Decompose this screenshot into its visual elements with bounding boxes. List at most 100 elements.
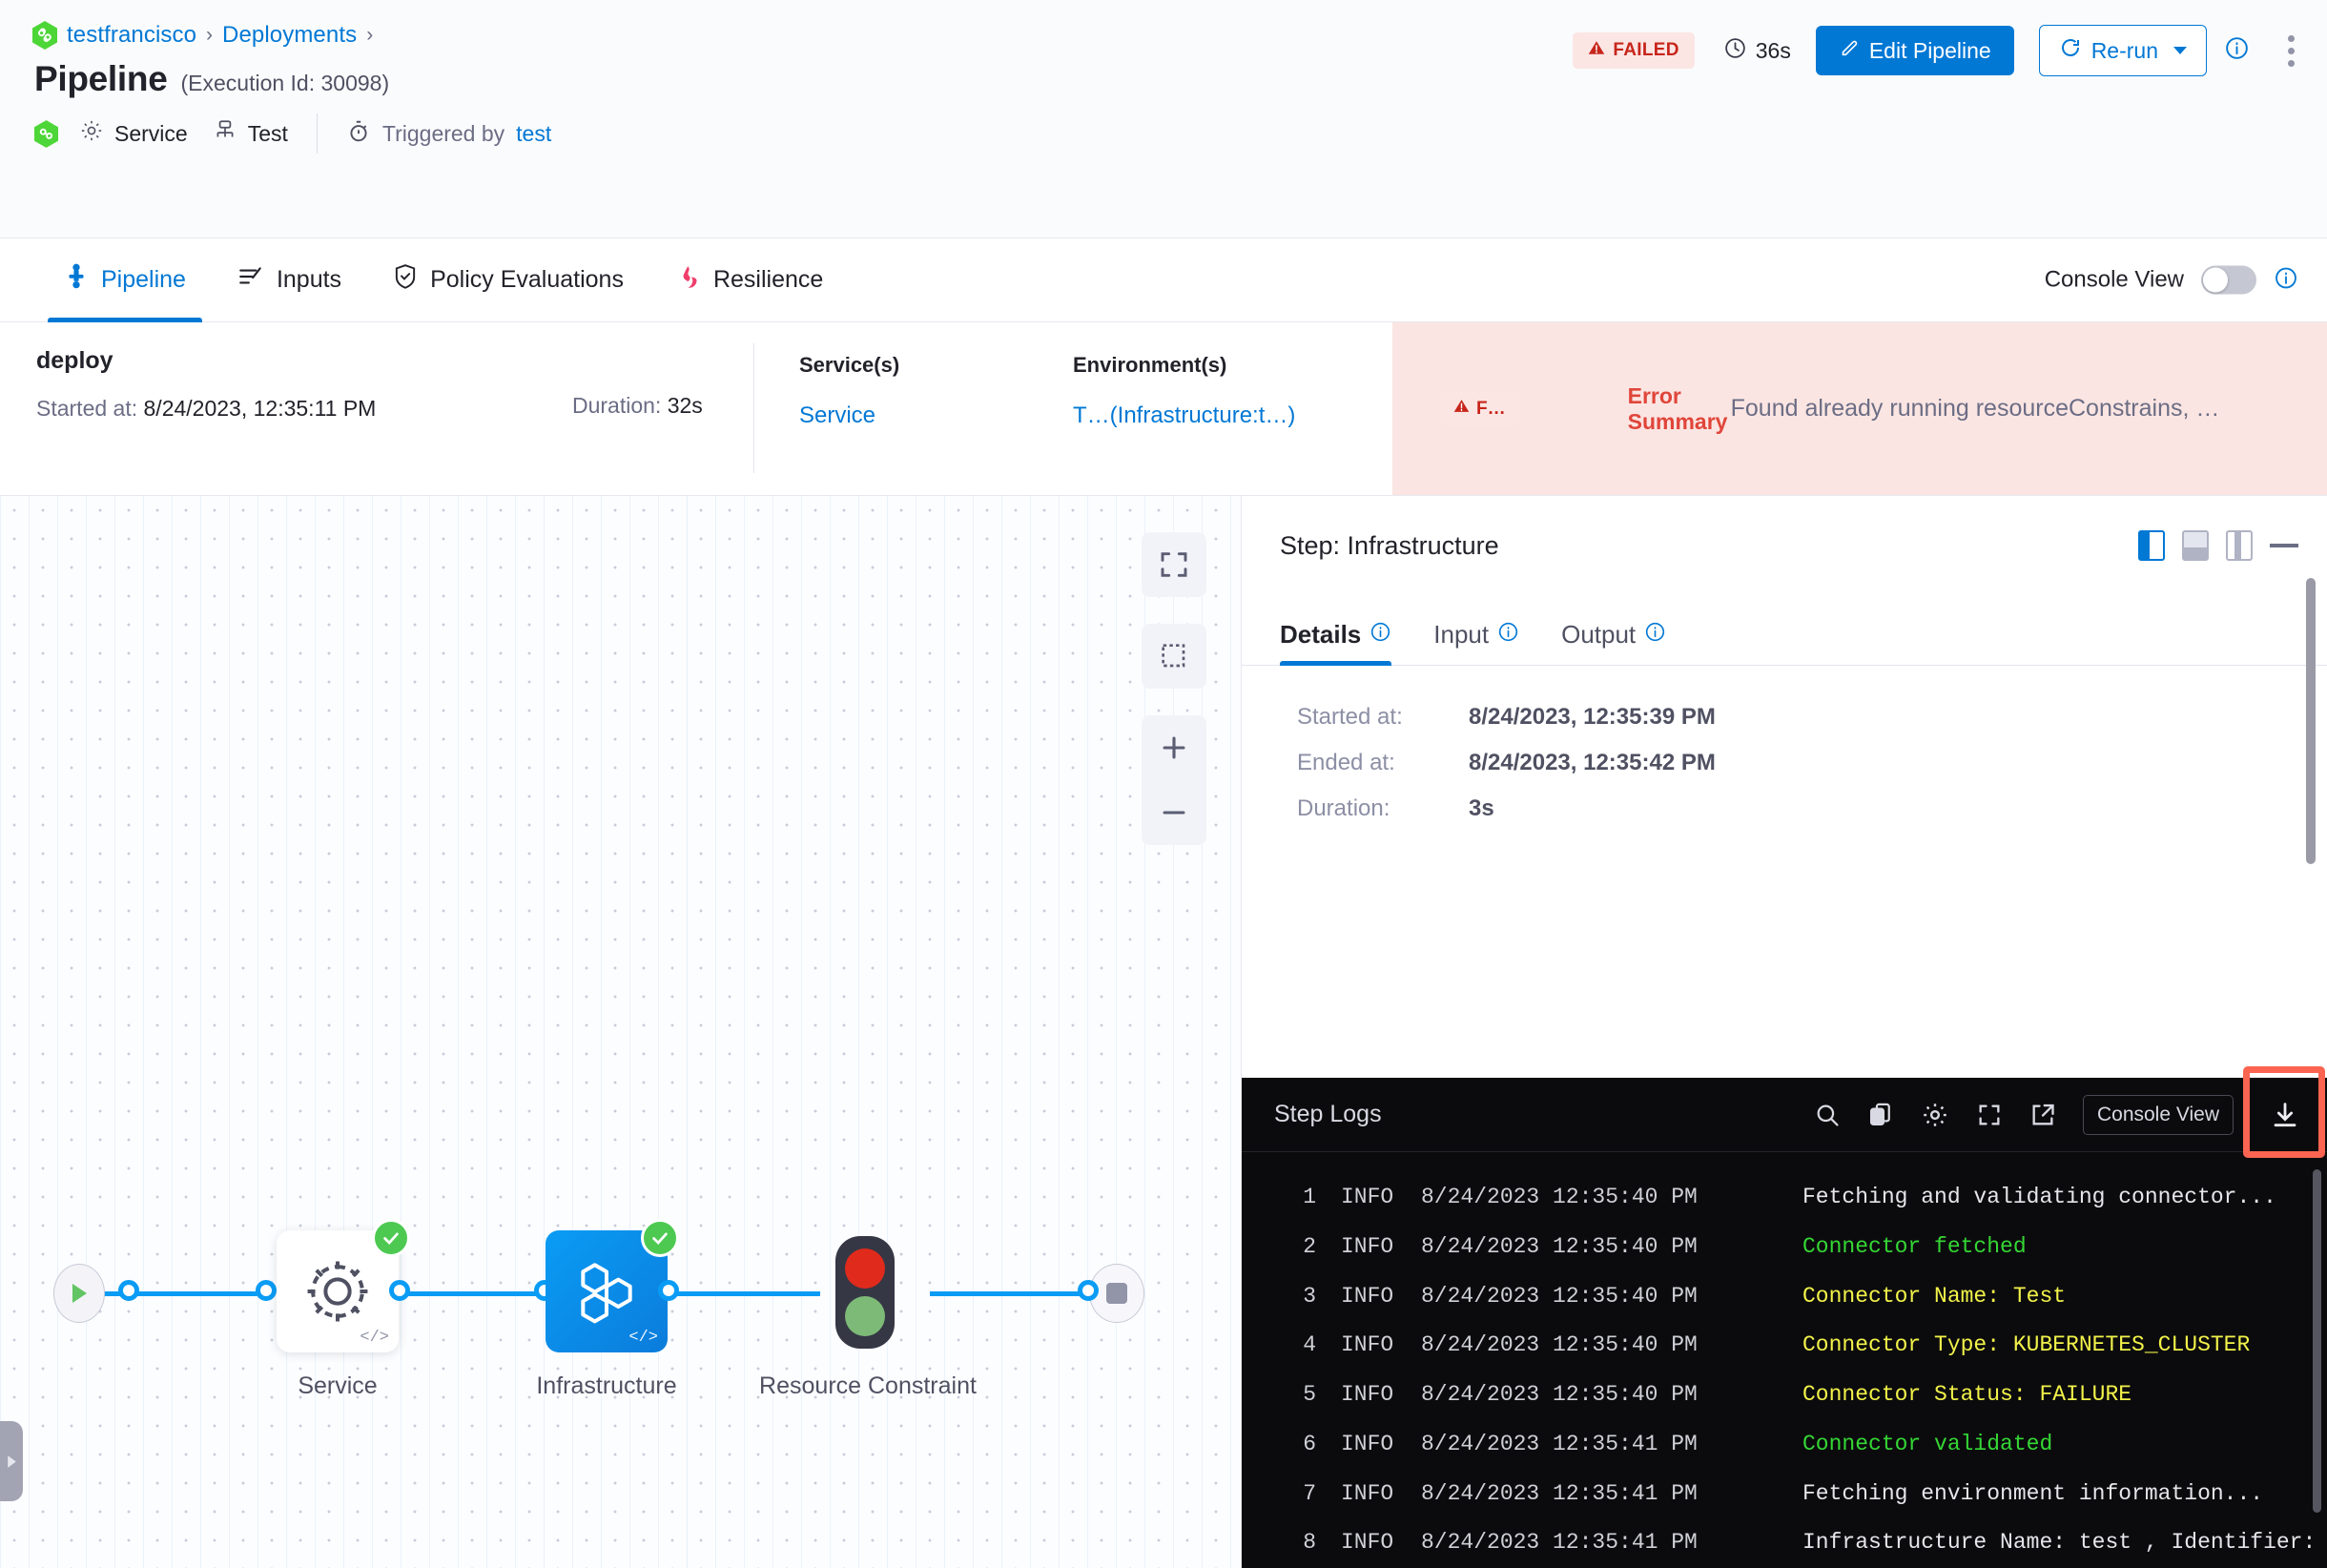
zoom-out-icon[interactable] [1142, 780, 1206, 845]
log-line-number: 3 [1303, 1283, 1316, 1309]
minimize-icon[interactable] [2270, 544, 2298, 547]
tab-inputs[interactable]: Inputs [212, 238, 367, 322]
detail-row-value: 8/24/2023, 12:35:42 PM [1469, 750, 1716, 775]
detail-scrollbar[interactable] [2306, 578, 2316, 864]
split-bottom-view-icon[interactable] [2182, 530, 2209, 561]
step-logs-toolbar: Console View [1814, 1094, 2300, 1135]
divider [753, 343, 754, 473]
log-line: 3 INFO 8/24/2023 12:35:40 PM Connector N… [1242, 1272, 2327, 1322]
graph-node-infrastructure[interactable]: </> [546, 1219, 679, 1352]
breadcrumb-item-deployments[interactable]: Deployments [222, 21, 358, 48]
rerun-info-icon[interactable] [2224, 35, 2250, 66]
fit-to-screen-icon[interactable] [1142, 532, 1206, 597]
log-timestamp: 8/24/2023 12:35:40 PM [1421, 1332, 1698, 1358]
stage-services-value[interactable]: Service [799, 402, 876, 428]
infrastructure-icon [213, 118, 237, 149]
meta-environment: Test [213, 118, 288, 149]
console-view-switch[interactable] [2201, 265, 2256, 295]
stage-duration: Duration: 32s [572, 393, 703, 419]
log-output[interactable]: 1 INFO 8/24/2023 12:35:40 PM Fetching an… [1242, 1152, 2327, 1568]
log-line-number: 4 [1303, 1332, 1316, 1358]
stopwatch-icon [346, 118, 371, 150]
center-view-icon[interactable] [2226, 530, 2253, 561]
select-area-icon[interactable] [1142, 624, 1206, 689]
open-external-icon[interactable] [2029, 1102, 2056, 1128]
detail-row: Started at: 8/24/2023, 12:35:39 PM [1297, 704, 2327, 731]
gear-icon[interactable] [1921, 1101, 1949, 1129]
info-circle-icon[interactable] [1644, 620, 1666, 650]
step-detail-view-controls [2138, 530, 2298, 561]
log-level: INFO [1341, 1332, 1394, 1358]
shield-check-icon [393, 263, 418, 297]
more-vertical-icon[interactable] [2284, 31, 2298, 71]
info-circle-icon[interactable] [1497, 620, 1519, 650]
log-level: INFO [1341, 1233, 1394, 1259]
execution-duration: 36s [1723, 36, 1791, 66]
main-tabs-bar: Pipeline Inputs Policy Evaluations Resil… [0, 238, 2327, 322]
chevron-down-icon [2173, 47, 2187, 54]
download-icon[interactable] [2270, 1100, 2300, 1130]
pipeline-canvas[interactable]: </> Service </> Infrastructure Resource … [0, 496, 1242, 1568]
tab-details[interactable]: Details [1280, 620, 1412, 666]
log-scrollbar[interactable] [2313, 1169, 2321, 1513]
tab-resilience[interactable]: Resilience [649, 238, 849, 322]
error-summary-panel: F… Error Summary Found already running r… [1392, 322, 2327, 495]
step-detail-header: Step: Infrastructure [1242, 496, 2327, 595]
meta-environment-label: Test [247, 120, 288, 146]
breadcrumb-item-account[interactable]: testfrancisco [67, 21, 197, 48]
step-logs-header: Step Logs Console View [1242, 1066, 2327, 1158]
detail-row: Ended at: 8/24/2023, 12:35:42 PM [1297, 750, 2327, 776]
log-message: Fetching environment information... [1802, 1480, 2264, 1506]
log-level: INFO [1341, 1530, 1394, 1556]
breadcrumb: testfrancisco › Deployments › [0, 0, 2327, 50]
tab-pipeline[interactable]: Pipeline [38, 238, 212, 322]
edge-rc-end [930, 1291, 1102, 1296]
search-icon[interactable] [1814, 1102, 1841, 1128]
meta-trigger-user[interactable]: test [516, 120, 552, 146]
status-badge: FAILED [1573, 32, 1695, 69]
switch-knob [2203, 267, 2228, 293]
graph-end-node[interactable] [1089, 1264, 1144, 1323]
stage-environments-header: Environment(s) [1073, 353, 1227, 377]
log-line: 5 INFO 8/24/2023 12:35:40 PM Connector S… [1242, 1371, 2327, 1420]
hexagons-icon [581, 1263, 632, 1324]
log-message: Infrastructure Name: test , Identifier: [1802, 1530, 2317, 1556]
tab-pipeline-label: Pipeline [101, 266, 186, 293]
inputs-icon [237, 264, 264, 296]
log-message: Connector validated [1802, 1431, 2053, 1456]
gear-icon [79, 118, 104, 149]
graph-node-service[interactable]: </> [277, 1219, 410, 1352]
edge-service-infra [374, 1291, 546, 1296]
tab-policy-evaluations-label: Policy Evaluations [430, 266, 624, 293]
tab-policy-evaluations[interactable]: Policy Evaluations [367, 238, 649, 322]
pencil-icon [1839, 37, 1860, 64]
graph-start-node[interactable] [53, 1264, 105, 1323]
node-status-success-icon [641, 1219, 679, 1257]
logs-console-view-button[interactable]: Console View [2082, 1094, 2234, 1135]
tab-input[interactable]: Input [1433, 620, 1540, 665]
console-view-info-icon[interactable] [2274, 265, 2298, 295]
info-circle-icon[interactable] [1369, 620, 1391, 650]
stage-summary-bar: deploy Started at: 8/24/2023, 12:35:11 P… [0, 322, 2327, 496]
log-level: INFO [1341, 1382, 1394, 1407]
edit-pipeline-button[interactable]: Edit Pipeline [1815, 26, 2014, 75]
copy-icon[interactable] [1867, 1102, 1894, 1128]
rerun-button[interactable]: Re-run [2038, 25, 2207, 76]
left-panel-expand-handle[interactable] [0, 1421, 23, 1501]
fullscreen-icon[interactable] [1976, 1102, 2003, 1128]
chevron-right-icon: › [206, 23, 214, 46]
split-right-view-icon[interactable] [2138, 530, 2165, 561]
graph-node-resource-constraint-label: Resource Constraint [759, 1372, 977, 1399]
stage-duration-label: Duration: [572, 393, 662, 418]
execution-duration-label: 36s [1755, 37, 1791, 63]
step-detail-title: Step: Infrastructure [1280, 530, 1499, 560]
graph-node-resource-constraint[interactable] [835, 1236, 895, 1349]
zoom-in-icon[interactable] [1142, 715, 1206, 780]
log-line-number: 6 [1303, 1431, 1316, 1456]
main-tabs: Pipeline Inputs Policy Evaluations Resil… [0, 238, 849, 322]
log-level: INFO [1341, 1185, 1394, 1209]
log-timestamp: 8/24/2023 12:35:41 PM [1421, 1480, 1698, 1506]
pipeline-icon [64, 263, 89, 297]
tab-output[interactable]: Output [1561, 620, 1687, 665]
stage-environments-value[interactable]: T…(Infrastructure:t…) [1073, 402, 1296, 428]
